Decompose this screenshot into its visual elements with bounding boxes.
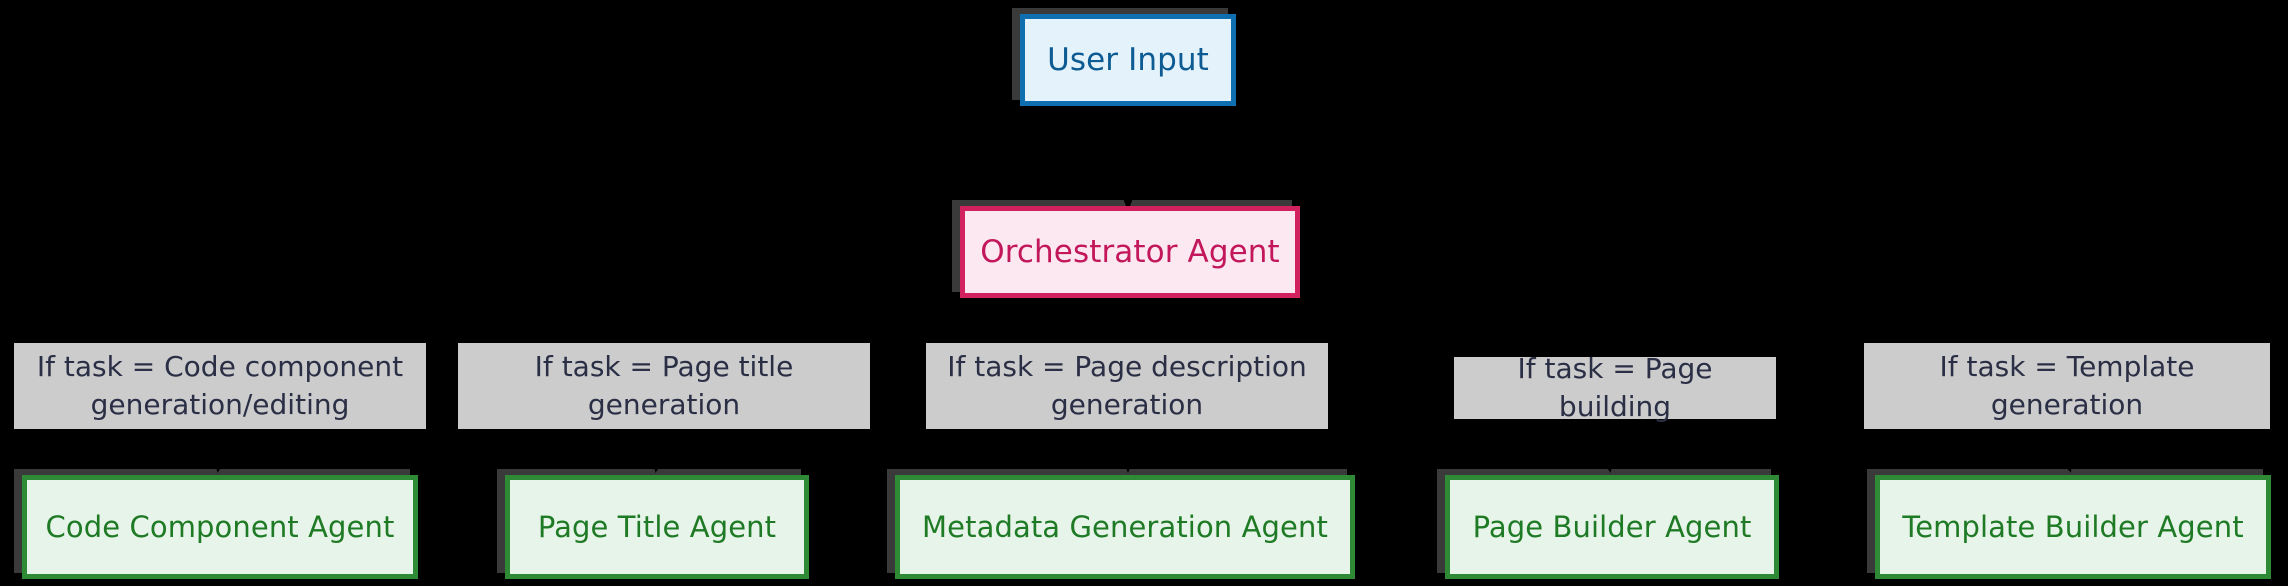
edge-label-page-building-line1: If task = Page building <box>1517 351 1713 423</box>
edge-label-page-building: If task = Page building <box>1454 352 1776 423</box>
edge-label-code-component: If task = Code component generation/edit… <box>14 343 426 429</box>
edge-label-template: If task = Template generation <box>1864 343 2270 429</box>
node-orchestrator-agent-label: Orchestrator Agent <box>980 233 1280 270</box>
node-page-builder-agent[interactable]: Page Builder Agent <box>1445 475 1779 579</box>
node-page-title-agent[interactable]: Page Title Agent <box>505 475 809 579</box>
node-user-input[interactable]: User Input <box>1020 14 1236 106</box>
edge-label-template-line2: generation <box>1990 388 2144 421</box>
node-metadata-generation-agent-label: Metadata Generation Agent <box>922 509 1328 544</box>
node-page-builder-agent-label: Page Builder Agent <box>1472 509 1752 544</box>
edge-label-page-title: If task = Page title generation <box>458 343 870 429</box>
node-orchestrator-agent[interactable]: Orchestrator Agent <box>960 206 1300 298</box>
node-code-component-agent-label: Code Component Agent <box>45 509 395 544</box>
edge-label-page-description-line2: generation <box>1050 388 1204 421</box>
edge-label-page-description: If task = Page description generation <box>926 343 1328 429</box>
node-user-input-label: User Input <box>1047 41 1209 78</box>
edge-label-code-component-line1: If task = Code component <box>36 349 404 383</box>
node-template-builder-agent-label: Template Builder Agent <box>1902 509 2244 544</box>
edge-label-page-title-line2: generation <box>587 388 741 421</box>
edge-label-page-description-line1: If task = Page description <box>947 349 1307 383</box>
edge-label-code-component-line2: generation/editing <box>90 388 350 421</box>
edge-label-template-line1: If task = Template <box>1939 349 2195 383</box>
node-template-builder-agent[interactable]: Template Builder Agent <box>1875 475 2271 579</box>
node-code-component-agent[interactable]: Code Component Agent <box>22 475 418 579</box>
node-page-title-agent-label: Page Title Agent <box>537 509 777 544</box>
node-metadata-generation-agent[interactable]: Metadata Generation Agent <box>895 475 1355 579</box>
edge-label-page-title-line1: If task = Page title <box>534 349 794 383</box>
